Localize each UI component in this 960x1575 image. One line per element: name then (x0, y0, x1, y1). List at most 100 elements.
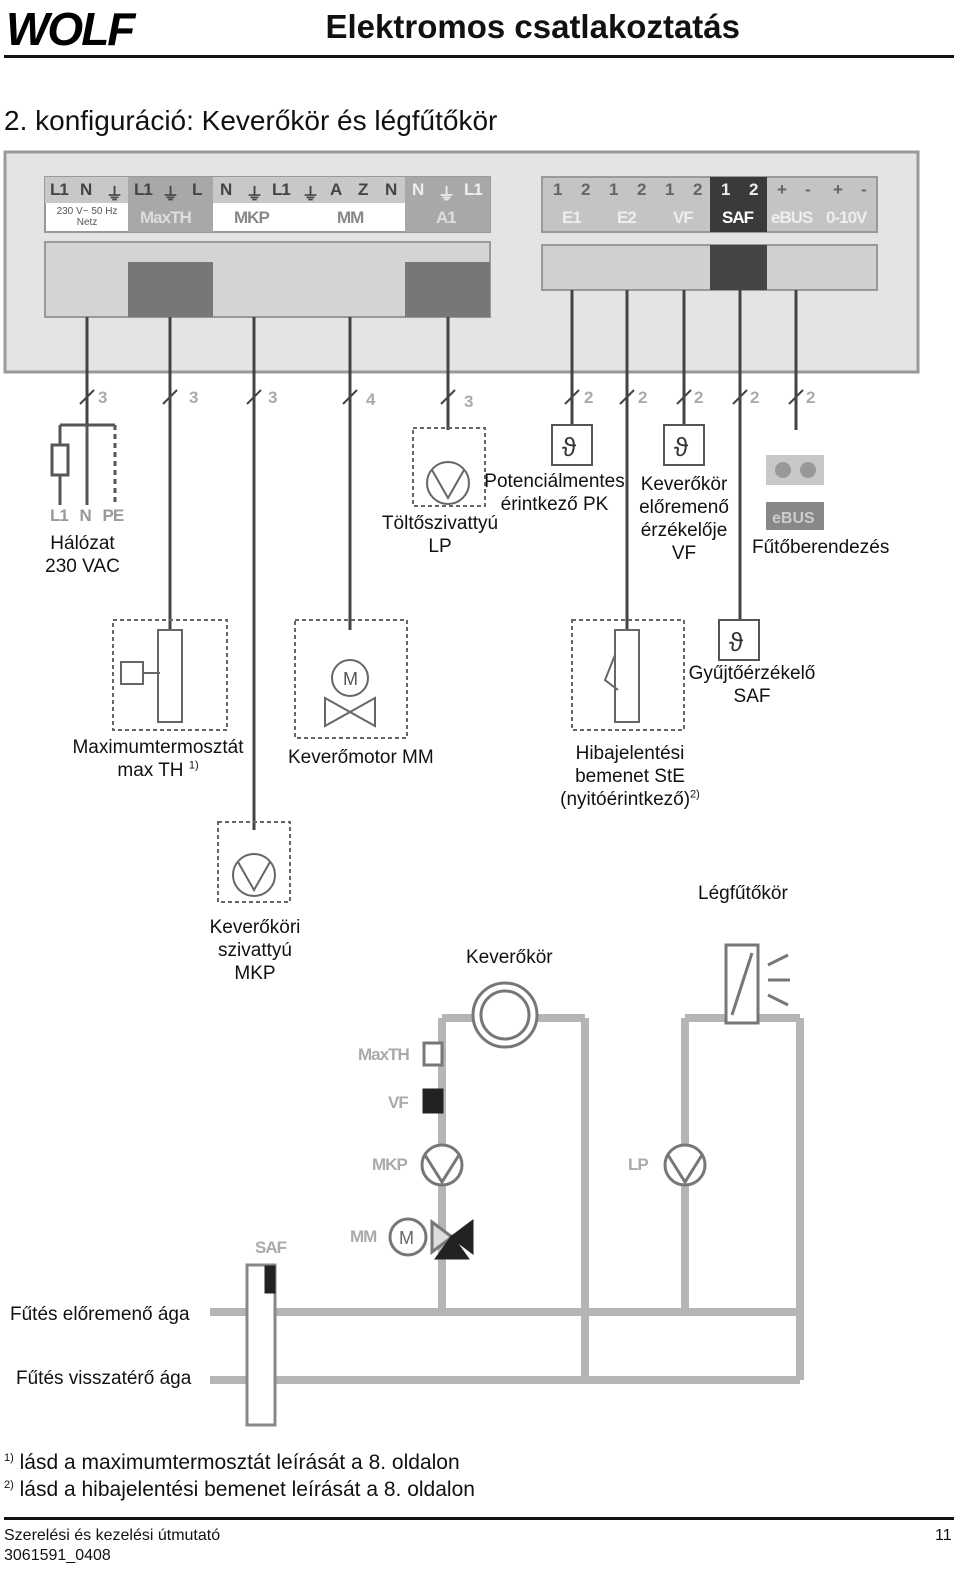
cable-count: 4 (366, 390, 376, 409)
terminal-vf-2: 2 (693, 180, 703, 199)
header-divider (4, 55, 954, 58)
flow-sensor-label: Keverőkör előremenő érzékelője VF (639, 474, 729, 564)
terminal-saf-2: 2 (749, 180, 759, 199)
terminal-l: L (192, 180, 202, 199)
section-title: 2. konfiguráció: Keverőkör és légfűtőkör (4, 105, 498, 136)
footer-doc-number: 3061591_0408 (4, 1547, 111, 1564)
hyd-lp-label: LP (628, 1155, 649, 1174)
fault-input-label: Hibajelentési bemenet StE (nyitóérintkez… (560, 743, 700, 810)
hyd-mm-label: MM (350, 1227, 377, 1246)
charge-pump-label: Töltőszivattyú LP (381, 513, 499, 557)
svg-text:eBUS: eBUS (772, 510, 815, 527)
svg-text:ϑ: ϑ (729, 627, 744, 657)
footer-manual: Szerelési és kezelési útmutató (4, 1527, 221, 1544)
group-e1: E1 (562, 208, 582, 227)
svg-text:M: M (399, 1228, 414, 1248)
terminal-ebus-minus: - (805, 180, 811, 199)
group-a1: A1 (436, 208, 457, 227)
hyd-saf-label: SAF (255, 1238, 287, 1257)
page-number: 11 (935, 1527, 952, 1544)
group-vf: VF (673, 208, 694, 227)
terminal-a: A (330, 180, 342, 199)
footnote-2: 2) lásd a hibajelentési bemenet leírását… (4, 1478, 475, 1501)
max-thermostat-label: Maximumtermosztát max TH 1) (72, 737, 244, 781)
group-mkp: MKP (234, 208, 270, 227)
mixer-pump-symbol (217, 821, 291, 903)
terminal-block-right (541, 176, 878, 291)
page-title: Elektromos csatlakoztatás (325, 8, 740, 45)
terminal-n: N (80, 180, 92, 199)
svg-text:M: M (343, 669, 358, 689)
terminal-l1: L1 (134, 180, 153, 199)
footnote-1: 1) lásd a maximumtermosztát leírását a 8… (4, 1451, 460, 1474)
terminal-z: Z (358, 180, 368, 199)
terminal-e1-2: 2 (581, 180, 591, 199)
cable-count: 3 (189, 388, 199, 407)
cable-count: 3 (98, 388, 108, 407)
terminal-l1: L1 (50, 180, 69, 199)
hydraulic-pipes (210, 1014, 804, 1384)
air-heating-label: Légfűtőkör (698, 883, 788, 904)
terminal-pe: ⏚ (302, 185, 319, 204)
boiler-label: Fűtőberendezés (752, 537, 890, 558)
flow-pipe-label: Fűtés előremenő ága (10, 1304, 190, 1325)
terminal-pe: ⏚ (438, 185, 455, 204)
air-heater-symbol (724, 943, 790, 1025)
terminal-pe: ⏚ (246, 185, 263, 204)
network-label: Hálózat 230 VAC (45, 533, 120, 577)
terminal-vf-1: 1 (665, 180, 675, 199)
group-e2: E2 (617, 208, 637, 227)
return-pipe-label: Fűtés visszatérő ága (16, 1368, 192, 1389)
hyd-mkp-label: MKP (372, 1155, 408, 1174)
cable-count: 2 (750, 388, 760, 407)
max-thermostat-symbol (112, 619, 228, 731)
fault-input-symbol (571, 619, 685, 731)
mixer-pump-label: Keverőköri szivattyú MKP (209, 917, 301, 984)
network-pins: L1 N PE (50, 506, 124, 525)
mixer-circuit-radiator (471, 981, 539, 1049)
svg-text:ϑ: ϑ (562, 432, 577, 462)
terminal-l1: L1 (272, 180, 291, 199)
footer-divider (4, 1517, 954, 1520)
group-mm: MM (337, 208, 364, 227)
svg-text:WOLF: WOLF (6, 3, 137, 52)
cable-count: 2 (694, 388, 704, 407)
terminal-e2-2: 2 (637, 180, 647, 199)
network-connection (50, 423, 117, 505)
group-010v: 0-10V (826, 208, 867, 227)
cable-count: 3 (464, 392, 474, 411)
terminal-010v-plus: + (833, 180, 843, 199)
terminal-pe: ⏚ (106, 185, 123, 204)
terminal-n: N (412, 180, 424, 199)
cable-count: 2 (806, 388, 816, 407)
boiler-ebus-symbol: eBUS (766, 455, 824, 530)
group-ebus: eBUS (771, 208, 813, 227)
hyd-vf-label: VF (388, 1093, 409, 1112)
terminal-010v-minus: - (861, 180, 867, 199)
terminal-saf-1: 1 (721, 180, 731, 199)
svg-text:ϑ: ϑ (674, 432, 689, 462)
terminal-n: N (385, 180, 397, 199)
group-maxth: MaxTH (140, 208, 192, 227)
mixer-motor-symbol: M (294, 619, 408, 739)
terminal-pe: ⏚ (162, 185, 179, 204)
cable-count: 3 (268, 388, 278, 407)
terminal-l1: L1 (464, 180, 483, 199)
group-netz: 230 V~ 50 Hz Netz (56, 206, 118, 228)
cable-count: 2 (638, 388, 648, 407)
terminal-e2-1: 1 (609, 180, 619, 199)
terminal-block-left (44, 176, 491, 318)
hydraulic-components (245, 1041, 707, 1427)
terminal-e1-1: 1 (553, 180, 563, 199)
potential-free-contact-label: Potenciálmentes érintkező PK (484, 471, 625, 515)
hyd-maxth-label: MaxTH (358, 1045, 410, 1064)
collector-sensor-label: Gyűjtőérzékelő SAF (688, 663, 816, 707)
terminal-n: N (220, 180, 232, 199)
cable-count: 2 (584, 388, 594, 407)
charge-pump-symbol (412, 427, 486, 507)
wolf-logo: WOLF (4, 2, 164, 52)
group-saf: SAF (722, 208, 754, 227)
temperature-sensors: ϑ ϑ ϑ (551, 424, 760, 661)
mixer-motor-label: Keverőmotor MM (288, 747, 434, 768)
